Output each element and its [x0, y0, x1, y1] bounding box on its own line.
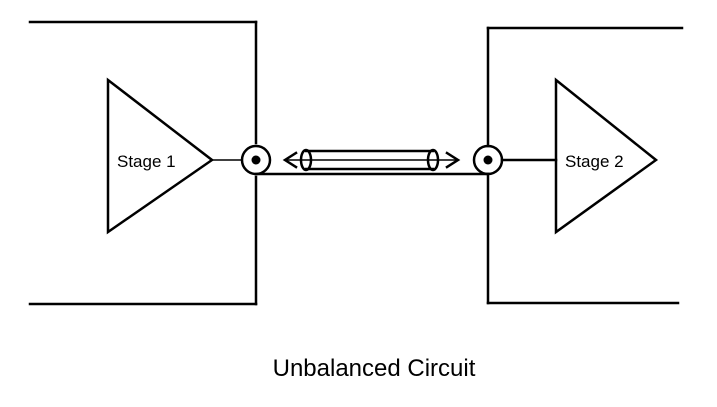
- stage-1-amplifier: Stage 1: [106, 77, 241, 235]
- right-enclosure: [486, 26, 684, 305]
- right-connector-jack: [472, 144, 504, 176]
- stage-2-triangle: [554, 77, 659, 235]
- bidirectional-arrow: [282, 151, 461, 169]
- left-connector-jack: [240, 144, 272, 176]
- diagram-caption: Unbalanced Circuit: [273, 355, 476, 382]
- coaxial-cable: [299, 148, 440, 172]
- left-enclosure: [28, 20, 258, 306]
- arrow-right-icon: [445, 151, 461, 169]
- stage-2-amplifier: Stage 2: [500, 77, 659, 235]
- arrow-left-icon: [282, 151, 298, 169]
- stage-1-label: Stage 1: [117, 152, 176, 171]
- stage-1-triangle: [106, 77, 215, 235]
- stage-2-label: Stage 2: [565, 152, 624, 171]
